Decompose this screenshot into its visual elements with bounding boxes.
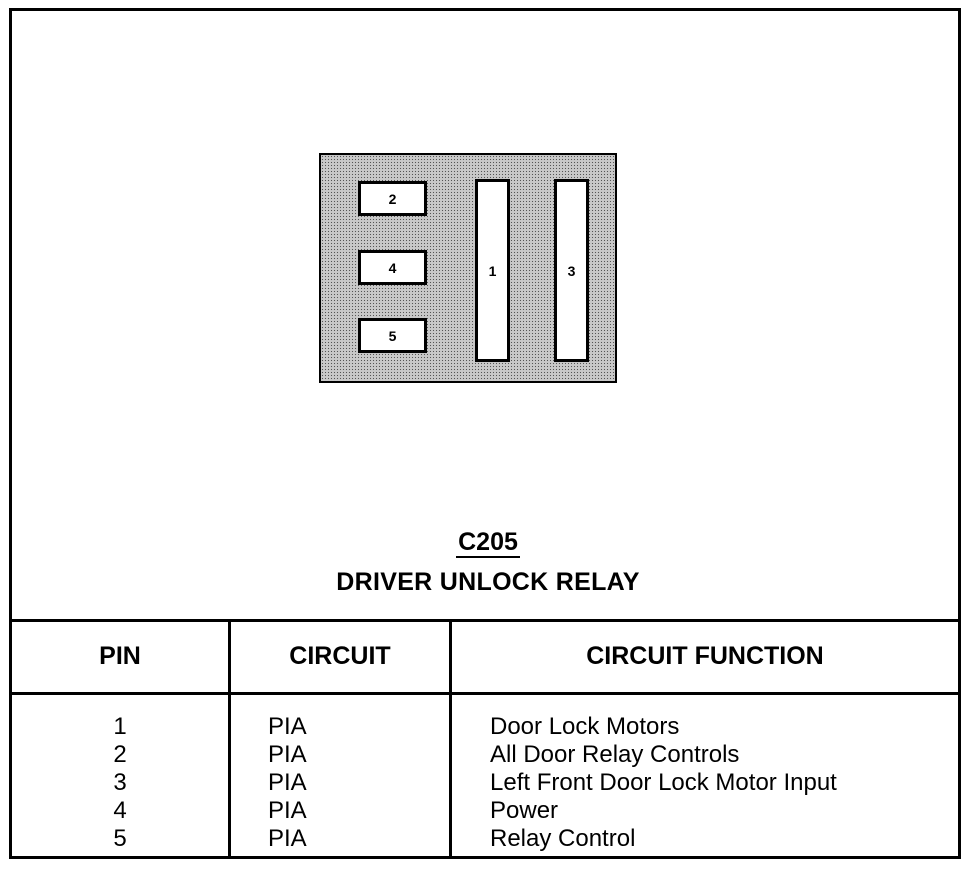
table-header-border — [9, 692, 961, 695]
table-row-pin: 5 — [113, 825, 127, 852]
table-row-function: Door Lock Motors — [490, 713, 680, 740]
table-row-circuit: PIA — [268, 797, 307, 824]
header-circuit: CIRCUIT — [289, 642, 391, 670]
table-row-pin: 1 — [113, 713, 127, 740]
table-top-border — [9, 619, 961, 622]
column-divider-2 — [449, 619, 452, 859]
table-row-pin: 3 — [113, 769, 127, 796]
pin-3-cavity: 3 — [554, 179, 589, 362]
circuit-column: PIA PIA PIA PIA PIA — [268, 713, 307, 853]
pin-5-label: 5 — [388, 327, 397, 344]
pin-2-cavity: 2 — [358, 181, 427, 216]
table-row-function: Power — [490, 797, 559, 824]
pin-1-label: 1 — [488, 262, 497, 279]
pin-5-cavity: 5 — [358, 318, 427, 353]
table-row-circuit: PIA — [268, 713, 307, 740]
table-row-function: Left Front Door Lock Motor Input — [490, 769, 837, 796]
diagram-frame — [9, 8, 961, 859]
header-pin: PIN — [99, 642, 141, 670]
table-row-function: All Door Relay Controls — [490, 741, 740, 768]
table-row-function: Relay Control — [490, 825, 636, 852]
table-row-pin: 4 — [113, 797, 127, 824]
table-row-circuit: PIA — [268, 825, 307, 852]
table-row-circuit: PIA — [268, 769, 307, 796]
function-column: Door Lock Motors All Door Relay Controls… — [490, 713, 837, 853]
header-circuit-function: CIRCUIT FUNCTION — [586, 642, 824, 670]
table-row-circuit: PIA — [268, 741, 307, 768]
connector-name: DRIVER UNLOCK RELAY — [336, 568, 640, 596]
table-row-pin: 2 — [113, 741, 127, 768]
pin-3-label: 3 — [567, 262, 576, 279]
column-divider-1 — [228, 619, 231, 859]
connector-code: C205 — [456, 528, 520, 558]
pin-4-label: 4 — [388, 259, 397, 276]
pin-4-cavity: 4 — [358, 250, 427, 285]
pin-1-cavity: 1 — [475, 179, 510, 362]
connector-face: 2 4 5 1 3 — [319, 153, 617, 383]
pin-2-label: 2 — [388, 190, 397, 207]
pin-column: 1 2 3 4 5 — [90, 713, 150, 853]
